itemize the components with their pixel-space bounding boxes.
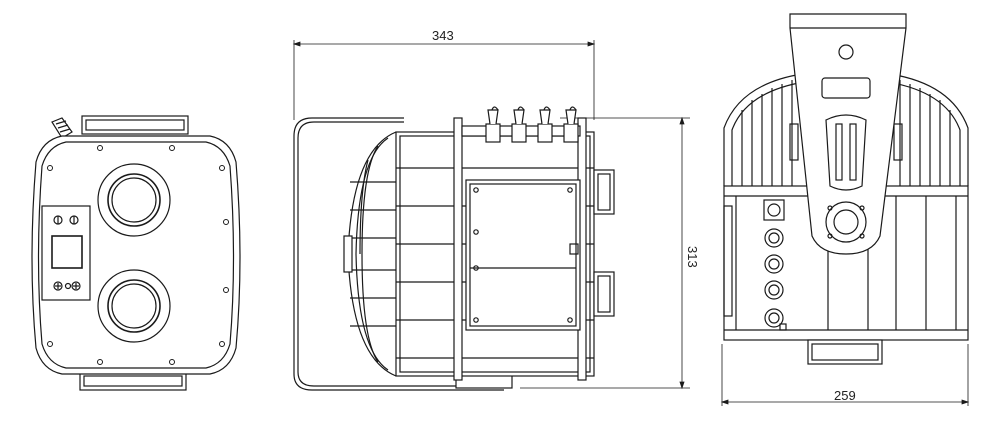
dimension-343 <box>292 40 596 120</box>
side-view <box>292 40 690 391</box>
dimension-259 <box>720 344 970 406</box>
dim-label-313: 313 <box>685 246 700 268</box>
front-housing <box>31 135 241 375</box>
control-panel <box>41 205 91 301</box>
side-connectors <box>461 106 581 143</box>
display-screen <box>51 235 83 269</box>
front-bottom-bracket <box>79 371 187 391</box>
front-top-bracket <box>81 115 189 135</box>
cable-gland-icon <box>51 117 73 139</box>
front-lens-lower <box>97 269 171 343</box>
rear-yoke <box>789 13 907 255</box>
side-lens-upper <box>593 169 615 215</box>
side-lens-lower <box>593 271 615 317</box>
front-lens-upper <box>97 163 171 237</box>
dim-label-259: 259 <box>834 388 856 403</box>
rear-view <box>720 13 970 406</box>
dim-label-343: 343 <box>432 28 454 43</box>
yoke-mount-hole <box>838 44 854 60</box>
rear-connectors <box>763 199 787 331</box>
side-yoke <box>293 117 504 391</box>
side-access-panel <box>465 179 581 331</box>
front-view <box>31 115 241 391</box>
side-cooling-fins <box>343 131 400 377</box>
